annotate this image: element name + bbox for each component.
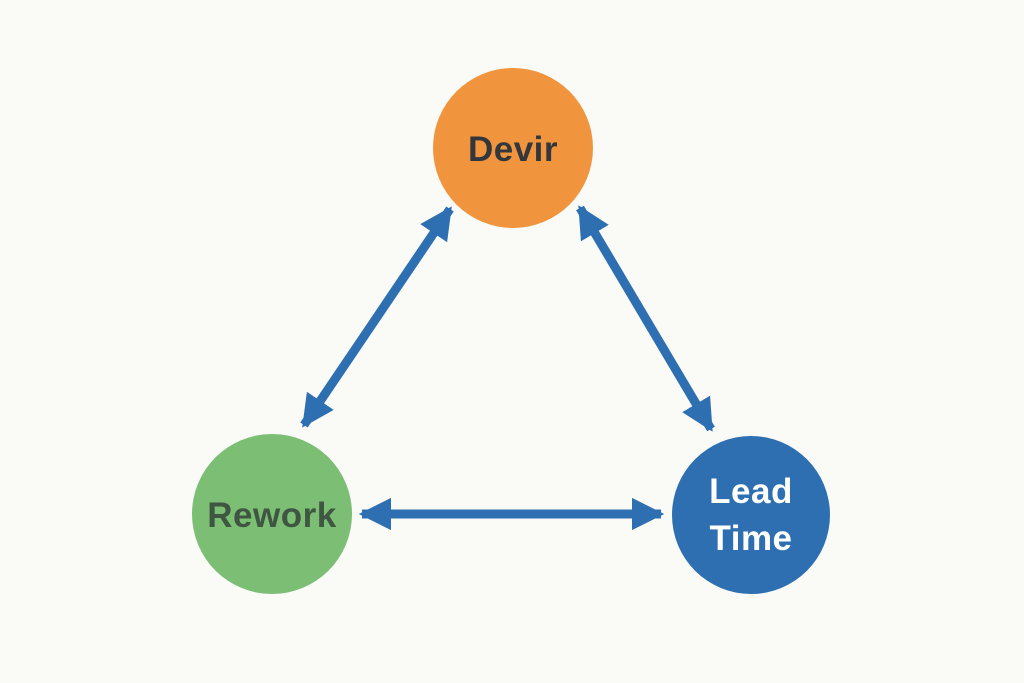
node-rework-label: Rework: [207, 496, 336, 535]
node-devir: [433, 68, 593, 228]
node-devir-label: Devir: [468, 130, 558, 169]
edge-devir-rework: [300, 206, 454, 428]
edge-devir-lead-time: [576, 205, 715, 432]
node-lead-time-label-line1: Lead: [709, 472, 793, 511]
node-lead-time: [672, 436, 830, 594]
node-rework: [192, 434, 352, 594]
node-lead-time-label-line2: Time: [709, 519, 792, 558]
